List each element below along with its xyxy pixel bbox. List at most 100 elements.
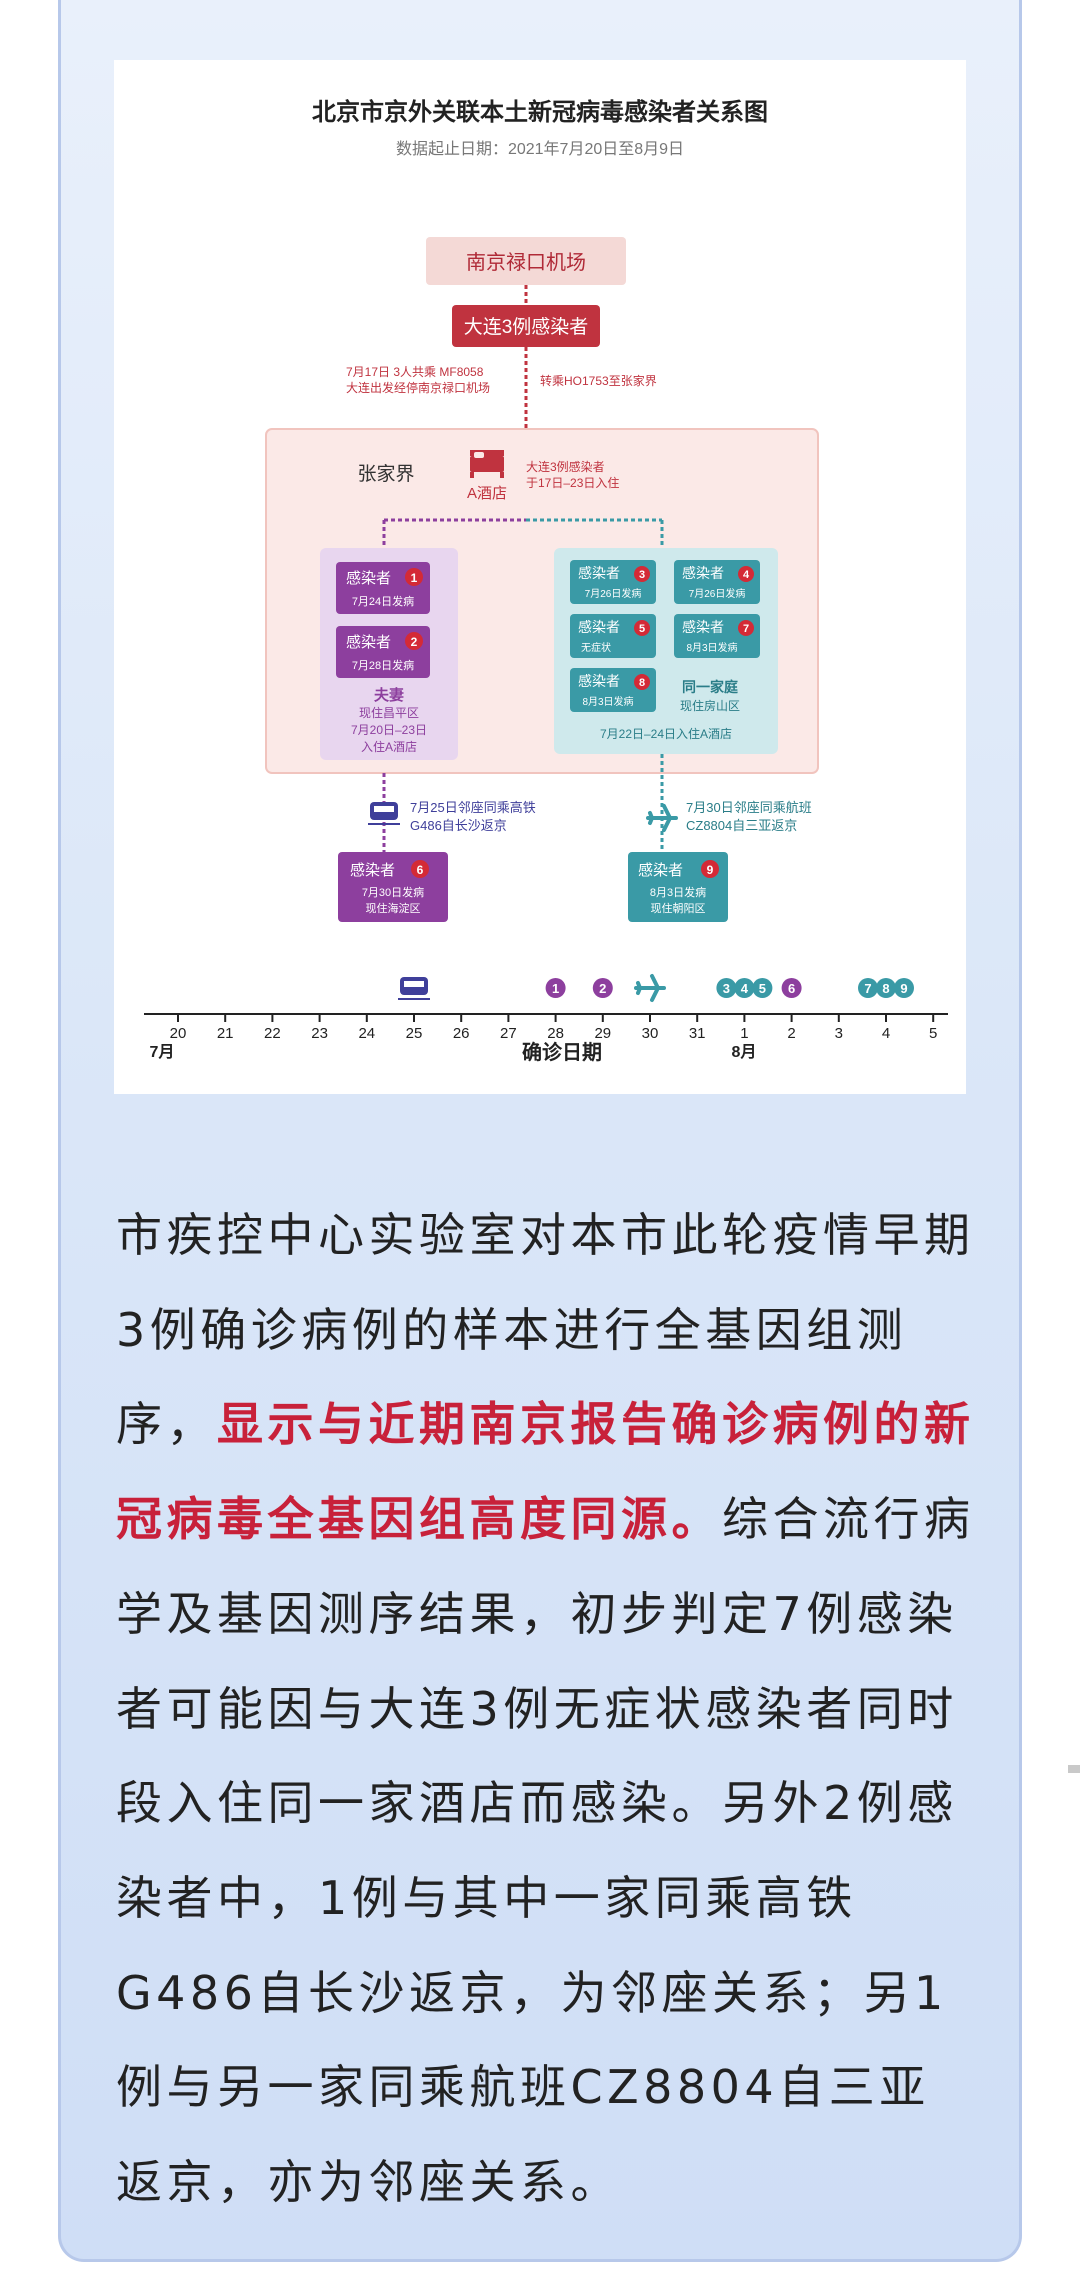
timeline-case-dot <box>734 978 755 998</box>
timeline-case-dot <box>545 978 566 998</box>
svg-text:感染者: 感染者 <box>638 862 683 879</box>
svg-text:感染者: 感染者 <box>578 565 620 581</box>
note-right: 转乘HO1753至张家界 <box>540 373 657 388</box>
svg-text:1: 1 <box>411 571 418 585</box>
source-box <box>452 305 600 347</box>
hotel-note-2: 于17日–23日入住 <box>526 476 619 490</box>
timeline-axis-label: 确诊日期 <box>522 1040 602 1064</box>
timeline-tick-label: 5 <box>929 1025 937 1042</box>
timeline-tick-label: 23 <box>311 1025 328 1042</box>
svg-text:8月3日发病: 8月3日发病 <box>650 885 706 899</box>
article-text-1: 市疾控中心实验室对本市此轮疫情早期3例确诊病例的样本进行全基因组测序， <box>116 1208 975 1452</box>
svg-text:7月24日发病: 7月24日发病 <box>352 594 414 608</box>
svg-text:感染者: 感染者 <box>578 673 620 689</box>
svg-text:7月26日发病: 7月26日发病 <box>689 587 746 600</box>
timeline-tick-label: 24 <box>358 1025 375 1042</box>
timeline-case-dot <box>858 978 878 998</box>
month-august: 8月 <box>732 1043 757 1061</box>
train-line-2: G486自长沙返京 <box>410 818 507 833</box>
article-text-2: 综合流行病学及基因测序结果，初步判定7例感染者可能因与大连3例无症状感染者同时段… <box>116 1492 975 2210</box>
svg-text:7: 7 <box>743 623 749 635</box>
case-5-card: 感染者 5 无症状 <box>570 614 656 658</box>
svg-text:感染者: 感染者 <box>682 619 724 635</box>
diagram-card: 北京市京外关联本土新冠病毒感染者关系图 数据起止日期：2021年7月20日至8月… <box>114 60 966 1094</box>
case-6-card: 感染者 6 7月30日发病 现住海淀区 <box>338 852 448 922</box>
flight-line-2: CZ8804自三亚返京 <box>686 818 797 833</box>
svg-text:8月3日发病: 8月3日发病 <box>686 641 737 654</box>
svg-text:2: 2 <box>411 635 418 649</box>
timeline-tick-label: 29 <box>594 1025 611 1042</box>
case-2-card: 感染者 2 7月28日发病 <box>336 626 430 678</box>
note-left-2: 大连出发经停南京禄口机场 <box>346 380 490 395</box>
timeline-case-number: 2 <box>599 981 606 996</box>
month-july: 7月 <box>150 1043 175 1061</box>
right-caption-1: 同一家庭 <box>682 679 739 695</box>
left-caption-4: 入住A酒店 <box>361 740 417 754</box>
timeline-case-number: 1 <box>552 981 559 996</box>
timeline-tick-label: 28 <box>547 1025 564 1042</box>
left-caption-1: 夫妻 <box>374 686 404 704</box>
svg-text:感染者: 感染者 <box>350 862 395 879</box>
right-caption-2: 现住房山区 <box>680 698 740 713</box>
timeline-tick-label: 30 <box>642 1025 659 1042</box>
bed-icon <box>470 450 504 478</box>
timeline-train-icon <box>398 977 430 1000</box>
airport-label: 南京禄口机场 <box>466 251 586 274</box>
case-1-card: 感染者 1 7月24日发病 <box>336 562 430 614</box>
right-caption-3: 7月22日–24日入住A酒店 <box>600 727 732 741</box>
timeline-case-number: 7 <box>864 981 871 996</box>
case-7-card: 感染者 7 8月3日发病 <box>674 614 760 658</box>
flight-line-1: 7月30日邻座同乘航班 <box>686 800 812 815</box>
svg-text:感染者: 感染者 <box>346 634 391 651</box>
svg-text:感染者: 感染者 <box>578 619 620 635</box>
timeline-tick-label: 31 <box>689 1025 706 1042</box>
relationship-diagram: 北京市京外关联本土新冠病毒感染者关系图 数据起止日期：2021年7月20日至8月… <box>144 98 948 1064</box>
svg-text:3: 3 <box>639 569 645 581</box>
timeline-case-number: 3 <box>723 981 730 996</box>
article-highlight: 显示与近期南京报告确诊病例的新冠病毒全基因组高度同源。 <box>116 1397 975 1547</box>
zone-label: 张家界 <box>357 463 414 485</box>
airport-box <box>426 237 626 285</box>
case-4-card: 感染者 4 7月26日发病 <box>674 560 760 604</box>
svg-text:无症状: 无症状 <box>581 641 611 654</box>
timeline-case-dot <box>781 978 802 998</box>
hotel-label: A酒店 <box>467 485 507 502</box>
timeline-case-number: 5 <box>759 981 766 996</box>
svg-text:8月3日发病: 8月3日发病 <box>582 695 633 708</box>
timeline-tick-label: 25 <box>406 1025 423 1042</box>
timeline-case-dot <box>894 978 914 998</box>
scroll-indicator[interactable] <box>1068 1765 1080 1773</box>
train-icon <box>368 802 400 825</box>
diagram-title: 北京市京外关联本土新冠病毒感染者关系图 <box>312 98 768 126</box>
svg-text:5: 5 <box>639 623 645 635</box>
svg-text:现住海淀区: 现住海淀区 <box>366 901 421 915</box>
timeline-tick-label: 2 <box>787 1025 795 1042</box>
timeline-case-dot <box>876 978 896 998</box>
timeline-tick-label: 26 <box>453 1025 470 1042</box>
svg-text:9: 9 <box>707 863 714 877</box>
timeline-case-dot <box>592 978 613 998</box>
timeline-tick-label: 22 <box>264 1025 281 1042</box>
timeline-tick-label: 21 <box>217 1025 234 1042</box>
diagram-subtitle: 数据起止日期：2021年7月20日至8月9日 <box>396 140 684 158</box>
svg-text:4: 4 <box>743 569 750 581</box>
svg-text:现住朝阳区: 现住朝阳区 <box>651 901 706 915</box>
article-paragraph: 市疾控中心实验室对本市此轮疫情早期3例确诊病例的样本进行全基因组测序，显示与近期… <box>116 1188 976 2230</box>
train-line-1: 7月25日邻座同乘高铁 <box>410 800 536 815</box>
case-9-card: 感染者 9 8月3日发病 现住朝阳区 <box>628 852 728 922</box>
timeline-tick-label: 3 <box>835 1025 843 1042</box>
timeline-case-number: 8 <box>882 981 889 996</box>
timeline-tick-label: 20 <box>170 1025 187 1042</box>
svg-text:7月28日发病: 7月28日发病 <box>352 658 414 672</box>
note-left-1: 7月17日 3人共乘 MF8058 <box>346 365 484 379</box>
svg-text:7月30日发病: 7月30日发病 <box>362 885 424 899</box>
hotel-note-1: 大连3例感染者 <box>526 459 605 474</box>
svg-text:6: 6 <box>417 863 424 877</box>
source-label: 大连3例感染者 <box>464 316 589 338</box>
svg-text:8: 8 <box>639 677 645 689</box>
timeline-tick-label: 4 <box>882 1025 890 1042</box>
case-3-card: 感染者 3 7月26日发病 <box>570 560 656 604</box>
plane-icon <box>646 804 678 832</box>
